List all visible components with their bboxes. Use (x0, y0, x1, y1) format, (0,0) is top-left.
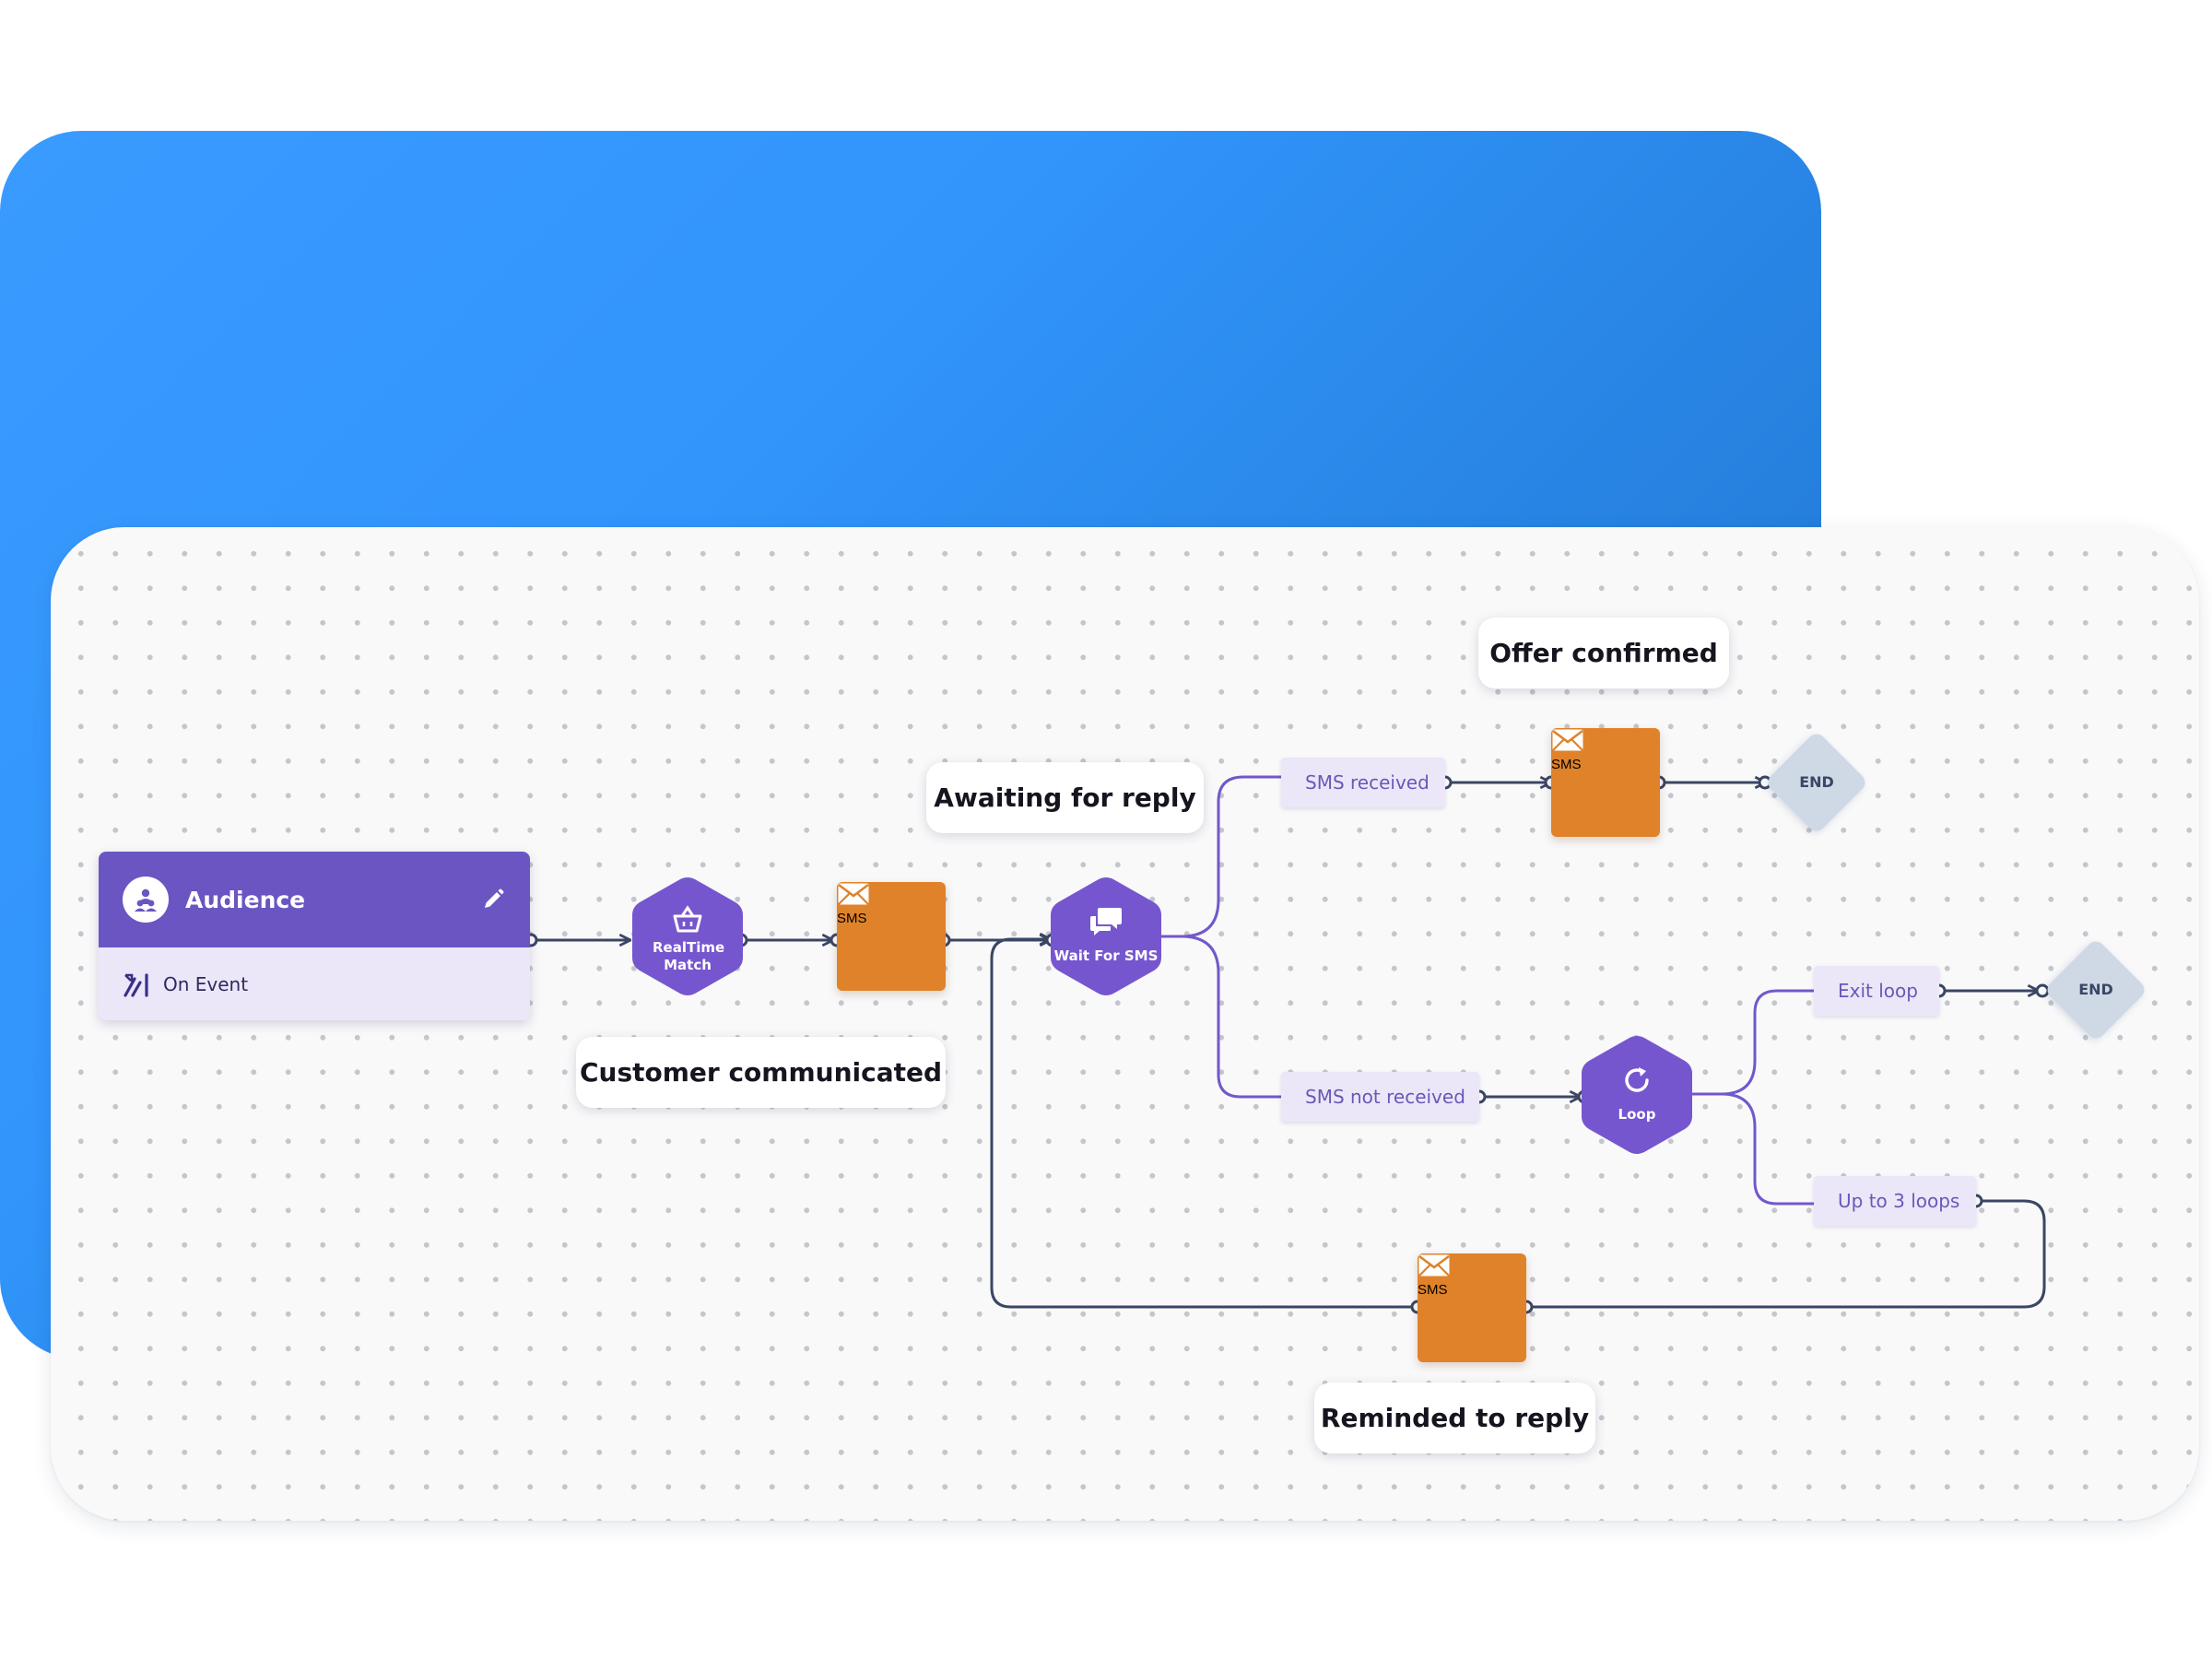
wait-for-sms-node[interactable]: Wait For SMS (1051, 876, 1161, 997)
callout-customer-communicated: Customer communicated (576, 1037, 946, 1108)
callout-reminded-to-reply: Reminded to reply (1314, 1382, 1595, 1453)
audience-icon (123, 877, 169, 923)
loop-label: Loop (1618, 1106, 1656, 1123)
callout-offer-confirmed: Offer confirmed (1478, 618, 1729, 688)
sms-node-1[interactable]: SMS (837, 882, 946, 991)
wire-wait-to-notreceived (1161, 935, 1281, 1099)
pencil-icon[interactable] (480, 887, 506, 912)
audience-header: Audience (99, 852, 530, 947)
branch-sms-received[interactable]: SMS received (1281, 758, 1445, 807)
audience-node[interactable]: Audience On Event (99, 852, 530, 1020)
audience-trigger-label: On Event (163, 972, 249, 995)
sms-node-reminder[interactable]: SMS (1418, 1253, 1526, 1362)
hexagon-shape (1051, 877, 1161, 995)
callout-awaiting-reply: Awaiting for reply (926, 762, 1204, 833)
wire-reminder-to-wait (990, 939, 1418, 1309)
envelope-icon (1552, 729, 1583, 751)
envelope-icon (838, 883, 869, 905)
branch-up-to-3-loops[interactable]: Up to 3 loops (1814, 1176, 1976, 1226)
realtime-match-node[interactable]: RealTime Match (632, 876, 743, 997)
refresh-icon (1625, 1067, 1649, 1092)
wire-wait-to-received (1161, 775, 1281, 938)
sms-label: SMS (1551, 757, 1582, 772)
realtime-match-label: RealTime Match (653, 939, 725, 973)
basket-icon (673, 905, 702, 933)
wait-for-sms-label: Wait For SMS (1053, 947, 1159, 964)
end-label: END (1799, 773, 1834, 791)
hexagon-shape (1582, 1036, 1692, 1154)
envelope-icon (1418, 1254, 1450, 1277)
wire-uploops-to-reminder (1526, 1199, 2046, 1309)
sms-node-confirmed[interactable]: SMS (1551, 728, 1660, 837)
loop-node[interactable]: Loop (1582, 1034, 1692, 1156)
sms-label: SMS (837, 911, 867, 926)
branch-exit-loop[interactable]: Exit loop (1814, 966, 1939, 1016)
audience-title: Audience (185, 886, 306, 913)
sms-label: SMS (1418, 1282, 1448, 1298)
branch-sms-not-received[interactable]: SMS not received (1281, 1072, 1479, 1122)
end-label: END (2078, 981, 2113, 998)
audience-trigger: On Event (99, 947, 530, 1020)
end-node-2[interactable]: END (2039, 933, 2153, 1047)
event-trigger-icon (124, 972, 148, 997)
end-node-1[interactable]: END (1759, 725, 1874, 840)
wire-loop-to-uploops (1692, 1092, 1816, 1206)
hexagon-shape (632, 877, 743, 995)
wire-loop-to-exit (1692, 989, 1816, 1096)
chat-bubbles-icon (1090, 908, 1122, 935)
journey-canvas[interactable] (51, 527, 2199, 1521)
